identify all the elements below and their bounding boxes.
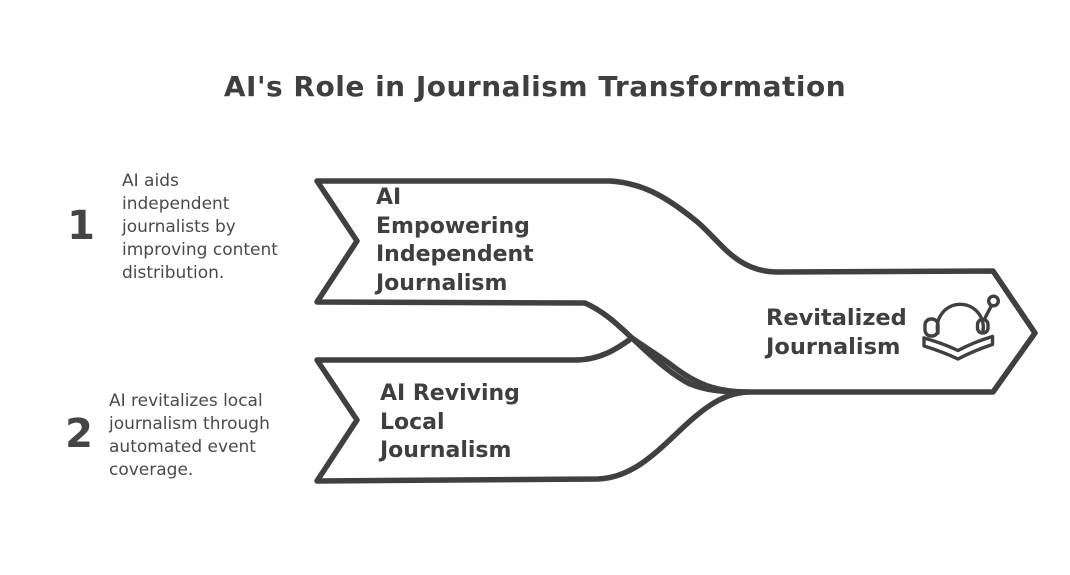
step-2-number: 2 [65,411,93,457]
antenna-ball-icon [986,294,1000,308]
ai-news-reader-icon [922,294,1000,361]
banner-1-label: AI Empowering Independent Journalism [376,185,534,296]
banner-2-label: AI Reviving Local Journalism [380,381,520,463]
antenna-icon [983,303,994,320]
step-1-description: AI aids independent journalists by impro… [122,171,278,283]
step-2-description: AI revitalizes local journalism through … [109,391,270,480]
open-book-top-icon [922,334,995,353]
headphone-left-cup-icon [923,317,940,338]
step-1-number: 1 [67,203,95,249]
page-title: AI's Role in Journalism Transformation [223,70,847,103]
bottom-ribbon-shape [314,335,751,484]
headphone-right-cup-icon [975,317,990,335]
result-label: Revitalized Journalism [766,305,907,360]
open-book-body-icon [922,334,995,361]
